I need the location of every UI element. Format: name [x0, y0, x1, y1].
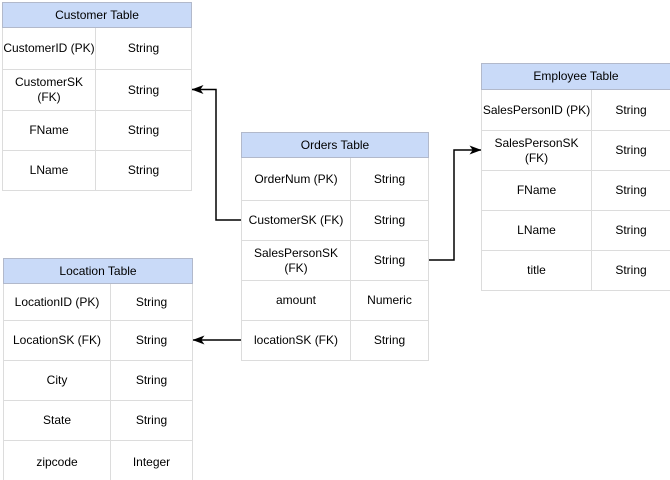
field-name-cell[interactable]: OrderNum (PK): [242, 158, 351, 200]
field-name-cell[interactable]: amount: [242, 281, 351, 320]
table-row[interactable]: State String: [4, 400, 192, 440]
field-name-cell[interactable]: FName: [482, 171, 592, 210]
field-type-cell[interactable]: String: [615, 102, 647, 117]
field-name-cell[interactable]: LName: [3, 151, 96, 190]
field-type-cell[interactable]: String: [373, 333, 406, 347]
field-type-cell[interactable]: String: [615, 143, 647, 157]
table-row[interactable]: LName String: [482, 210, 670, 250]
field-name-cell[interactable]: SalesPersonSK (FK): [242, 241, 351, 280]
field-name-cell[interactable]: LName: [482, 211, 592, 250]
table-header-customer[interactable]: Customer Table: [2, 2, 192, 28]
field-type-cell[interactable]: String: [373, 253, 406, 267]
table-row[interactable]: FName String: [482, 170, 670, 210]
table-row[interactable]: LocationID (PK) String: [4, 284, 192, 320]
field-type-cell[interactable]: String: [135, 333, 168, 347]
field-type-cell[interactable]: String: [127, 41, 160, 55]
table-row[interactable]: locationSK (FK) String: [242, 320, 428, 360]
field-name-cell[interactable]: locationSK (FK): [242, 321, 351, 360]
field-name-cell[interactable]: CustomerSK (FK): [3, 70, 96, 110]
field-type-cell[interactable]: String: [373, 213, 406, 227]
field-type-cell[interactable]: String: [135, 294, 168, 309]
table-header-location[interactable]: Location Table: [3, 258, 193, 284]
field-type-cell[interactable]: Numeric: [367, 293, 412, 307]
field-type-cell[interactable]: String: [373, 171, 406, 186]
table-row[interactable]: OrderNum (PK) String: [242, 158, 428, 200]
field-name-cell[interactable]: FName: [3, 111, 96, 150]
field-name-cell[interactable]: CustomerSK (FK): [242, 201, 351, 240]
field-name-cell[interactable]: LocationID (PK): [4, 284, 111, 320]
field-name-cell[interactable]: SalesPersonSK (FK): [482, 131, 592, 170]
table-row[interactable]: LName String: [3, 150, 191, 190]
field-name-cell[interactable]: title: [482, 251, 592, 290]
field-type-cell[interactable]: String: [127, 82, 160, 97]
connector-orders-to-employee[interactable]: [429, 145, 482, 261]
field-type-cell[interactable]: String: [135, 373, 168, 387]
field-name-cell[interactable]: City: [4, 361, 111, 400]
connector-orders-to-customer[interactable]: [191, 85, 241, 221]
field-type-cell[interactable]: String: [135, 413, 168, 427]
table-row[interactable]: SalesPersonSK (FK) String: [482, 130, 670, 170]
table-row[interactable]: title String: [482, 250, 670, 290]
field-name-cell[interactable]: CustomerID (PK): [3, 28, 96, 69]
field-type-cell[interactable]: String: [615, 263, 647, 277]
field-type-cell[interactable]: String: [615, 183, 647, 197]
table-row[interactable]: City String: [4, 360, 192, 400]
table-row[interactable]: CustomerID (PK) String: [3, 28, 191, 69]
table-row[interactable]: amount Numeric: [242, 280, 428, 320]
table-header-orders[interactable]: Orders Table: [241, 132, 429, 158]
table-header-employee[interactable]: Employee Table: [481, 63, 670, 90]
field-name-cell[interactable]: zipcode: [4, 441, 111, 480]
field-type-cell[interactable]: String: [127, 163, 160, 177]
table-row[interactable]: LocationSK (FK) String: [4, 320, 192, 360]
table-row[interactable]: SalesPersonID (PK) String: [482, 90, 670, 130]
field-name-cell[interactable]: SalesPersonID (PK): [482, 90, 592, 130]
field-type-cell[interactable]: Integer: [132, 455, 171, 469]
table-row[interactable]: CustomerSK (FK) String: [3, 69, 191, 110]
table-row[interactable]: FName String: [3, 110, 191, 150]
field-name-cell[interactable]: LocationSK (FK): [4, 321, 111, 360]
table-row[interactable]: SalesPersonSK (FK) String: [242, 240, 428, 280]
field-type-cell[interactable]: String: [615, 223, 647, 237]
table-row[interactable]: CustomerSK (FK) String: [242, 200, 428, 240]
field-name-cell[interactable]: State: [4, 401, 111, 440]
table-row[interactable]: zipcode Integer: [4, 440, 192, 480]
field-type-cell[interactable]: String: [127, 123, 160, 137]
